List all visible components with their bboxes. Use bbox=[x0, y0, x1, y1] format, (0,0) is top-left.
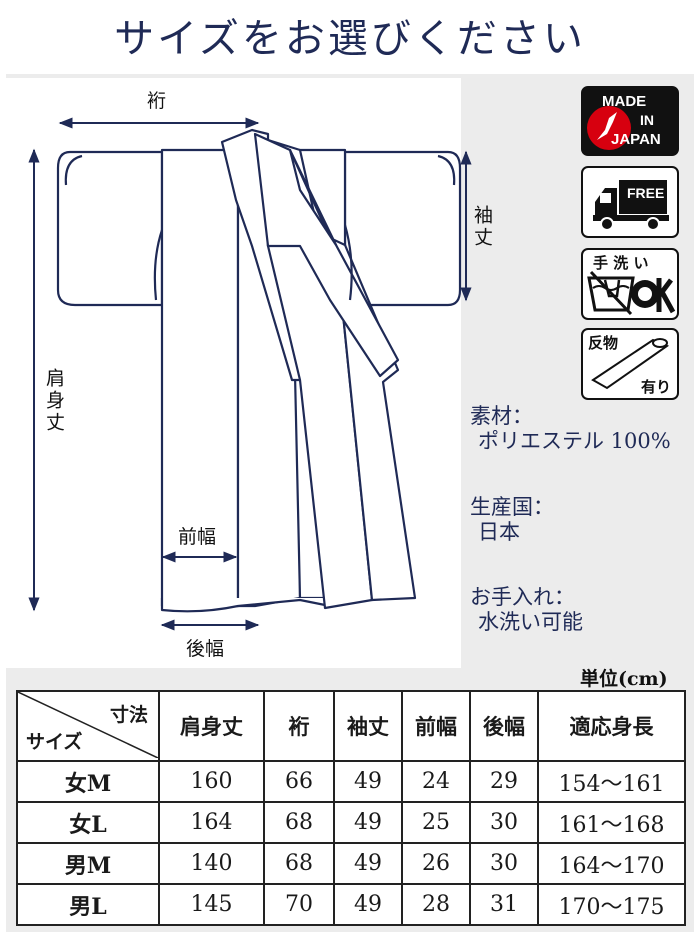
badge-text-japan: JAPAN bbox=[611, 131, 661, 148]
made-in-japan-badge: MADE IN JAPAN bbox=[581, 86, 679, 156]
page-header: サイズをお選びください bbox=[0, 0, 700, 70]
table-cell: 24 bbox=[401, 760, 471, 803]
table-cell: 49 bbox=[333, 883, 403, 926]
material-value: ポリエステル 100% bbox=[478, 429, 671, 454]
table-cell: 49 bbox=[333, 801, 403, 844]
sodetake-label: 袖丈 bbox=[471, 205, 493, 249]
row-size-label: 男L bbox=[16, 883, 160, 926]
left-sleeve-fold bbox=[64, 154, 83, 186]
collar-band bbox=[253, 132, 400, 378]
table-cell: 145 bbox=[158, 883, 265, 926]
table-cell: 170～175 bbox=[537, 883, 686, 926]
hand-wash-badge: 手 洗 い bbox=[581, 248, 679, 320]
column-header: 後幅 bbox=[469, 690, 539, 762]
table-row: 女L 164 68 49 25 30 161～168 bbox=[16, 801, 686, 844]
table-cell: 68 bbox=[263, 801, 335, 844]
table-cell: 160 bbox=[158, 760, 265, 803]
care-label: お手入れ： bbox=[470, 585, 575, 609]
column-header: 前幅 bbox=[401, 690, 471, 762]
origin-spec: 生産国： 日本 bbox=[470, 495, 554, 545]
badge-text-made: MADE bbox=[602, 93, 647, 110]
origin-value: 日本 bbox=[478, 520, 520, 545]
table-cell: 154～161 bbox=[537, 760, 686, 803]
row-size-label: 女M bbox=[16, 760, 160, 803]
table-cell: 164 bbox=[158, 801, 265, 844]
table-row: 男M 140 68 49 26 30 164～170 bbox=[16, 842, 686, 885]
table-cell: 70 bbox=[263, 883, 335, 926]
corner-diagonal bbox=[18, 692, 158, 758]
column-header: 裄 bbox=[263, 690, 335, 762]
size-table: 寸法 サイズ 肩身丈 裄 袖丈 前幅 後幅 適応身長 女M 160 66 49 … bbox=[16, 690, 686, 926]
free-shipping-badge: FREE bbox=[581, 166, 679, 238]
column-header: 袖丈 bbox=[333, 690, 403, 762]
sleeve-opening-right bbox=[343, 224, 353, 301]
table-cell: 66 bbox=[263, 760, 335, 803]
ushirohaba-label: 後幅 bbox=[186, 638, 225, 660]
table-cell: 29 bbox=[469, 760, 539, 803]
row-size-label: 男M bbox=[16, 842, 160, 885]
truck-icon bbox=[593, 180, 669, 231]
right-sleeve bbox=[343, 150, 462, 307]
table-row: 男L 145 70 49 28 31 170～175 bbox=[16, 883, 686, 926]
table-cell: 30 bbox=[469, 801, 539, 844]
table-cell: 26 bbox=[401, 842, 471, 885]
page-title: サイズをお選びください bbox=[114, 16, 586, 62]
table-corner-cell: 寸法 サイズ bbox=[16, 690, 160, 762]
right-sleeve-fold bbox=[437, 154, 456, 186]
maehaba-label: 前幅 bbox=[178, 526, 217, 548]
care-value: 水洗い可能 bbox=[478, 610, 583, 635]
fabric-text: 反物 bbox=[588, 334, 619, 352]
hand-wash-text: 手 洗 い bbox=[593, 254, 649, 272]
table-cell: 49 bbox=[333, 760, 403, 803]
origin-label: 生産国： bbox=[470, 495, 554, 519]
table-row: 女M 160 66 49 24 29 154～161 bbox=[16, 760, 686, 803]
table-cell: 68 bbox=[263, 842, 335, 885]
fabric-bolt-badge: 反物 有り bbox=[581, 328, 679, 400]
corner-size-label: サイズ bbox=[26, 731, 83, 753]
yuki-label: 裄 bbox=[147, 90, 167, 112]
table-cell: 31 bbox=[469, 883, 539, 926]
column-header: 肩身丈 bbox=[158, 690, 265, 762]
fabric-roll-icon bbox=[591, 338, 670, 390]
sleeve-opening-left bbox=[153, 229, 164, 301]
table-cell: 164～170 bbox=[537, 842, 686, 885]
free-text: FREE bbox=[627, 185, 665, 201]
badge-text-in: IN bbox=[640, 112, 654, 128]
table-cell: 28 bbox=[401, 883, 471, 926]
wash-basin-icon bbox=[587, 270, 676, 316]
katamitake-label: 肩身丈 bbox=[43, 368, 65, 434]
table-cell: 30 bbox=[469, 842, 539, 885]
available-text: 有り bbox=[641, 378, 672, 396]
left-sleeve bbox=[56, 150, 164, 307]
material-spec: 素材： ポリエステル 100% bbox=[470, 404, 671, 454]
table-cell: 140 bbox=[158, 842, 265, 885]
table-cell: 49 bbox=[333, 842, 403, 885]
hem-bottom bbox=[160, 597, 346, 613]
table-header-row: 寸法 サイズ 肩身丈 裄 袖丈 前幅 後幅 適応身長 bbox=[16, 690, 686, 762]
care-spec: お手入れ： 水洗い可能 bbox=[470, 585, 583, 635]
row-size-label: 女L bbox=[16, 801, 160, 844]
corner-dimension-label: 寸法 bbox=[109, 704, 148, 726]
unit-label: 単位(cm) bbox=[580, 668, 668, 690]
table-cell: 25 bbox=[401, 801, 471, 844]
material-label: 素材： bbox=[470, 404, 533, 428]
column-header: 適応身長 bbox=[537, 690, 686, 762]
table-cell: 161～168 bbox=[537, 801, 686, 844]
front-panel-2 bbox=[288, 148, 417, 602]
japan-flag-icon bbox=[587, 106, 631, 150]
